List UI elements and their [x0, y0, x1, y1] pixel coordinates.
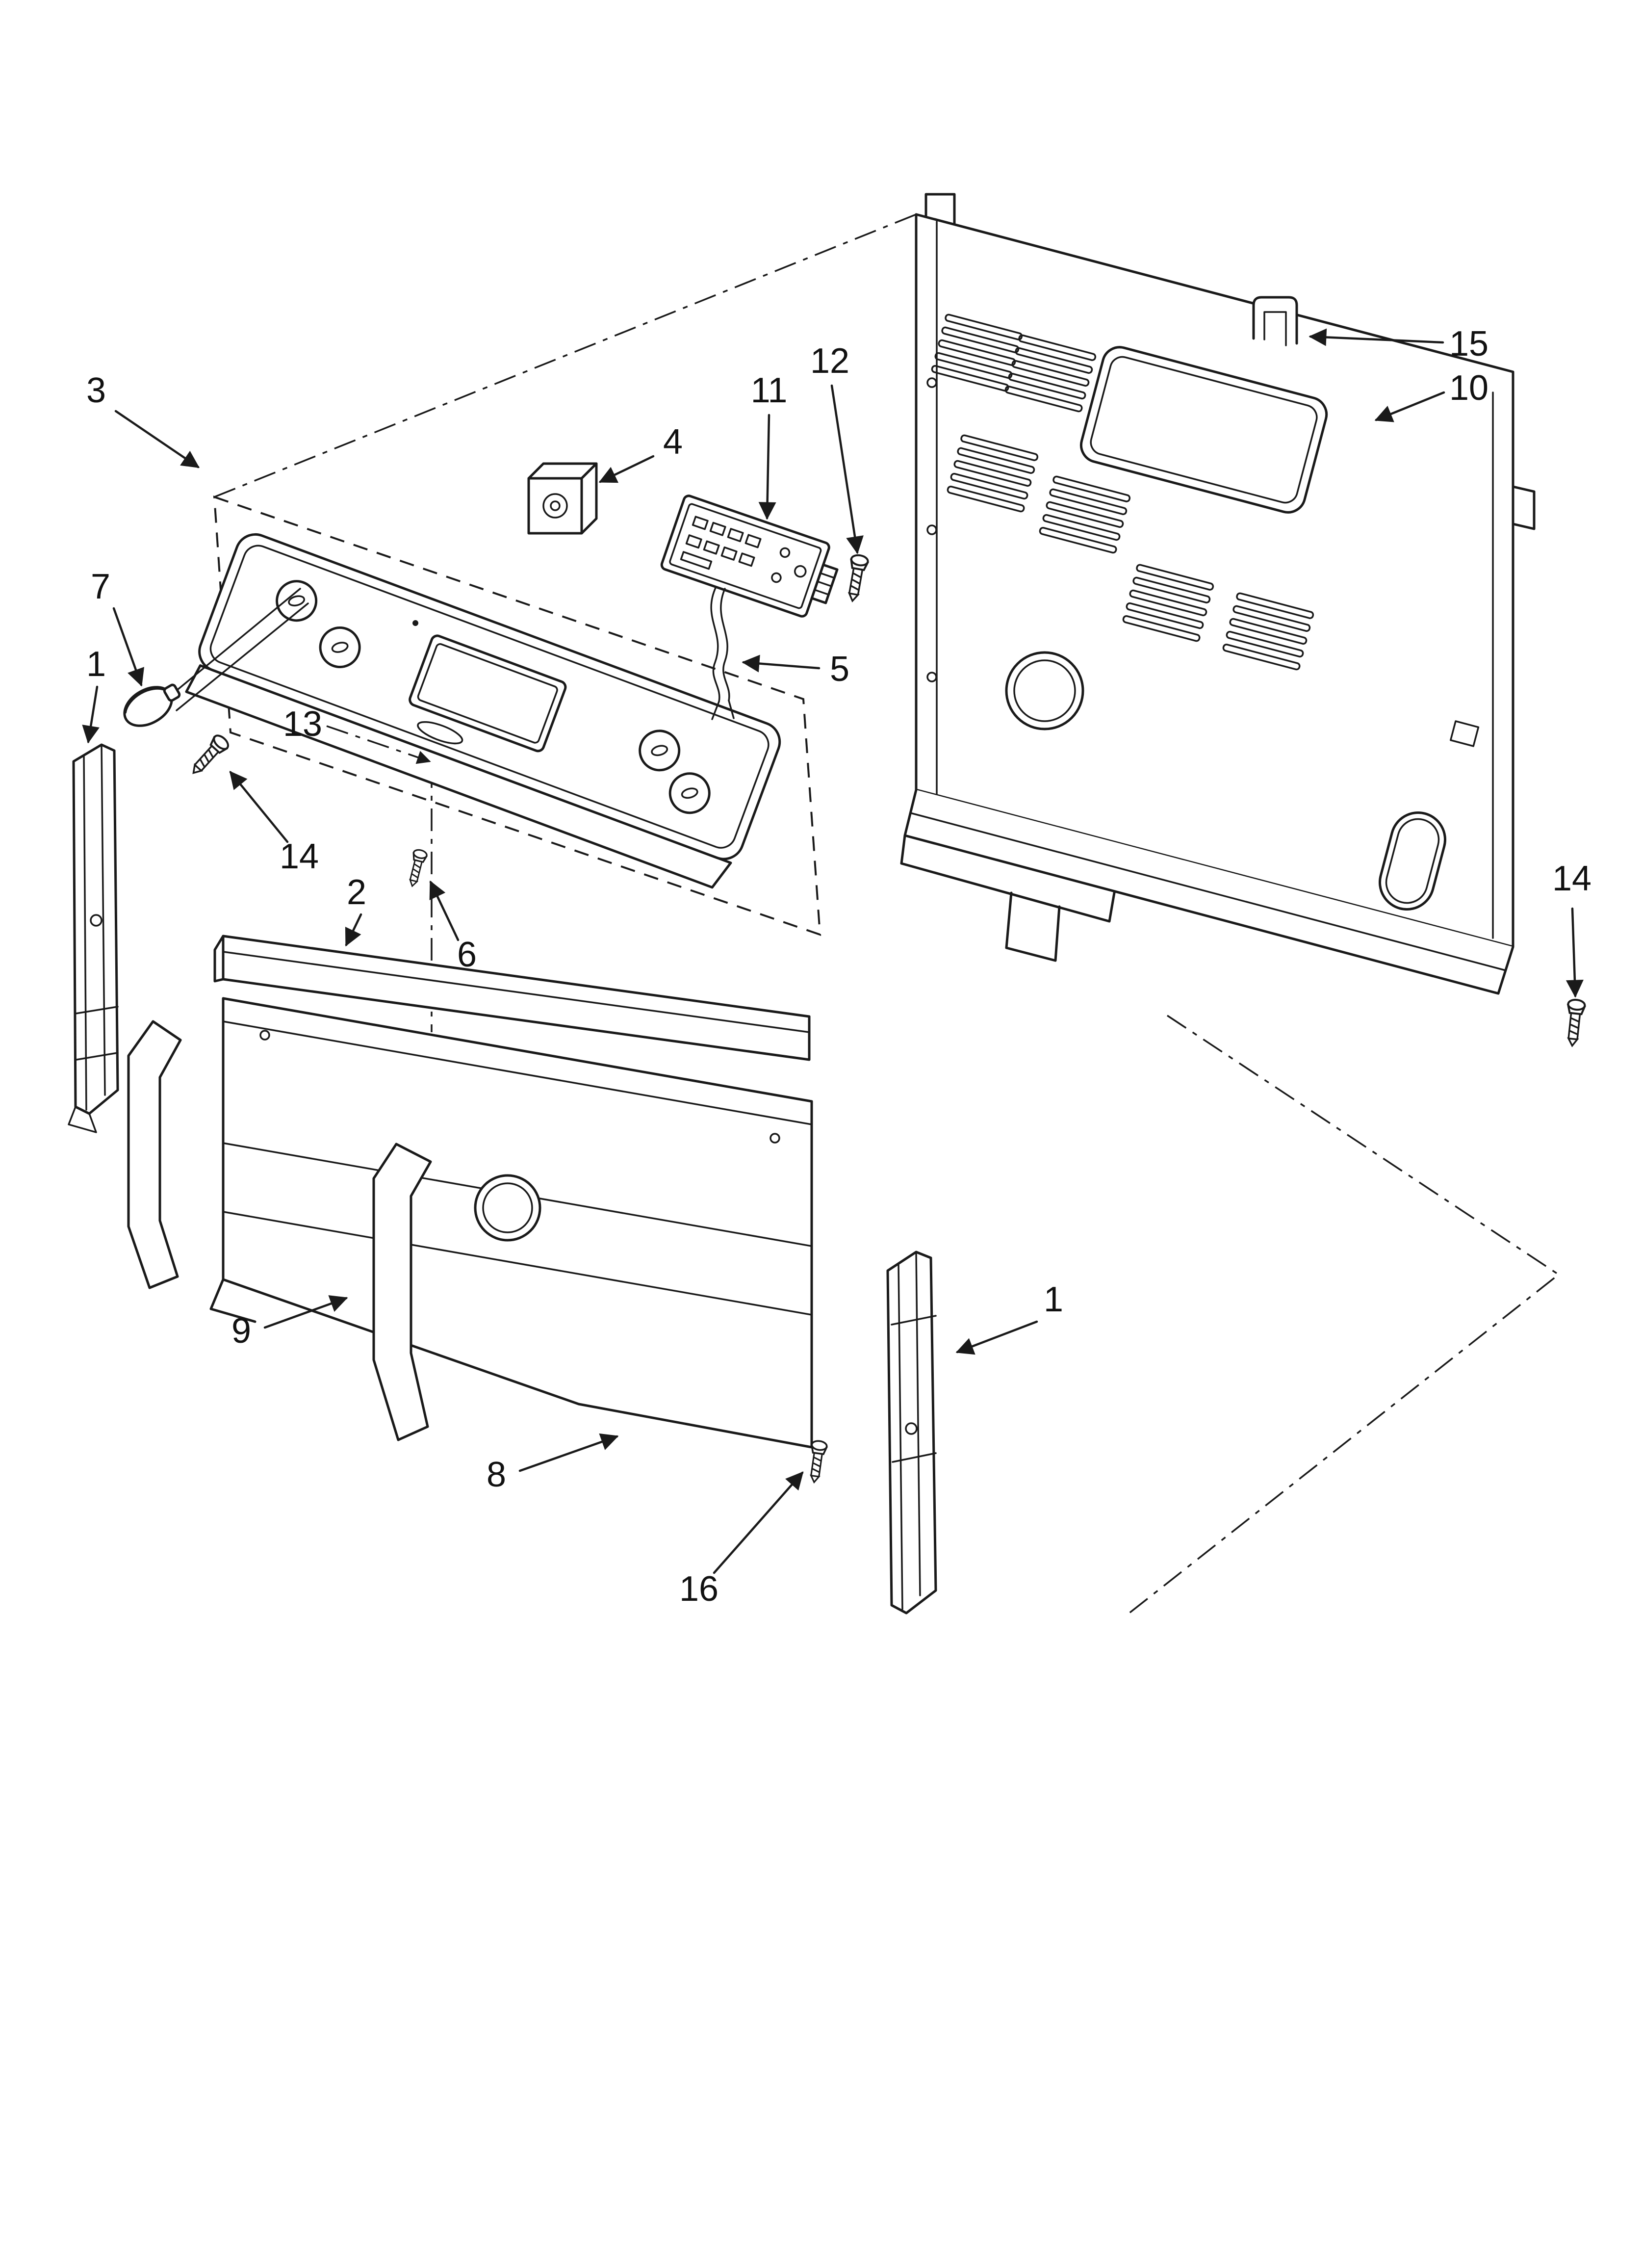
callout-8: 8: [487, 1455, 506, 1494]
callout-15: 15: [1449, 324, 1488, 364]
support-bracket-left: [127, 1020, 182, 1289]
side-trim-left: [68, 743, 119, 1133]
knob-shaft-lines: [172, 588, 309, 711]
callout-12: 12: [810, 341, 849, 381]
rear-panel-cutout: [1079, 346, 1328, 514]
screw-14-right: [1563, 998, 1587, 1048]
callout-4: 4: [663, 422, 683, 462]
side-trim-right: [886, 1251, 937, 1615]
assembly-boundary-box: [213, 495, 821, 936]
backguard-panel: [209, 997, 813, 1449]
callout-1-left: 1: [86, 645, 106, 684]
callout-16: 16: [679, 1569, 718, 1609]
screw-14-left: [186, 732, 232, 780]
callout-1-right: 1: [1044, 1280, 1063, 1319]
callout-7: 7: [91, 567, 110, 606]
control-knob: [123, 683, 181, 727]
callout-10: 10: [1449, 368, 1488, 408]
switch: [527, 462, 598, 535]
callout-9: 9: [231, 1311, 251, 1351]
clip: [1252, 296, 1298, 346]
callout-3: 3: [86, 371, 106, 410]
round-hole: [1005, 651, 1084, 730]
callout-13: 13: [283, 704, 322, 744]
backguard-hole: [474, 1174, 541, 1242]
brand-badge: [417, 721, 463, 745]
display-window: [409, 634, 567, 753]
wire-harness: [710, 586, 735, 720]
obround-hole: [1379, 811, 1446, 911]
electronic-control-board: [660, 495, 839, 618]
callout-leaders: [82, 328, 1584, 1574]
callout-14-right: 14: [1552, 859, 1591, 898]
callout-6: 6: [457, 935, 477, 974]
screw-12: [843, 553, 870, 603]
callout-14-left: 14: [280, 837, 319, 876]
callout-2: 2: [347, 873, 366, 912]
rear-panel: [900, 193, 1536, 995]
callout-11: 11: [751, 371, 788, 410]
cross-brace: [213, 935, 811, 1061]
callout-labels: 3 4 11 12 5 7 1 14 13 2 6 9 8 16 1 15 10…: [86, 324, 1591, 1609]
screw-6: [405, 848, 429, 888]
control-panel: [185, 533, 781, 889]
callout-5: 5: [830, 650, 849, 689]
support-bracket-center: [372, 1143, 432, 1441]
